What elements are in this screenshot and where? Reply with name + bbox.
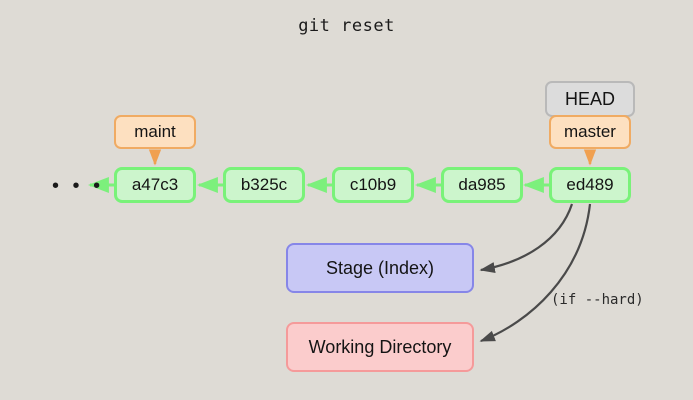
branch-label-maint[interactable]: maint	[114, 115, 196, 149]
working-directory-box[interactable]: Working Directory	[286, 322, 474, 372]
branch-label-master[interactable]: master	[549, 115, 631, 149]
commit-node-c10b9[interactable]: c10b9	[332, 167, 414, 203]
stage-index-box[interactable]: Stage (Index)	[286, 243, 474, 293]
edge-ed489-to-working-directory	[479, 203, 592, 343]
history-ellipsis: • • •	[52, 175, 105, 197]
head-label[interactable]: HEAD	[545, 81, 635, 117]
reset-effect-edges	[479, 203, 592, 343]
commit-node-b325c[interactable]: b325c	[223, 167, 305, 203]
diagram-title: git reset	[298, 16, 395, 36]
commit-node-ed489[interactable]: ed489	[549, 167, 631, 203]
commit-node-da985[interactable]: da985	[441, 167, 523, 203]
commit-node-a47c3[interactable]: a47c3	[114, 167, 196, 203]
hard-flag-annotation: (if --hard)	[551, 292, 644, 308]
branch-pointer-edges	[148, 149, 597, 166]
edge-ed489-to-stage	[479, 203, 574, 273]
